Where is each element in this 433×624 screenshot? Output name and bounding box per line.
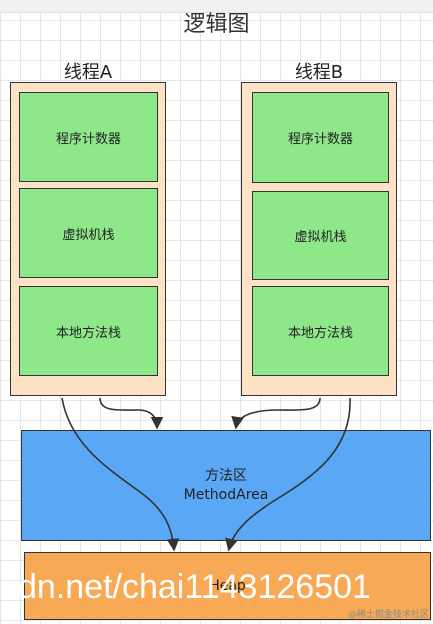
method-area: 方法区 MethodArea <box>21 430 431 541</box>
thread-a-vm-stack-label: 虚拟机栈 <box>62 227 115 243</box>
heap-label: Heap <box>209 578 246 594</box>
thread-a-program-counter-label: 程序计数器 <box>55 131 121 147</box>
thread-b-native-method-stack: 本地方法栈 <box>252 286 389 376</box>
method-area-label-cn: 方法区 <box>205 467 247 484</box>
thread-b-vm-stack-label: 虚拟机栈 <box>294 230 347 245</box>
thread-b-native-method-stack-label: 本地方法栈 <box>287 325 353 341</box>
method-area-label-en: MethodArea <box>183 486 269 503</box>
thread-a-native-method-stack-label: 本地方法栈 <box>55 325 121 341</box>
diagram-title: 逻辑图 <box>183 12 250 37</box>
thread-a-program-counter: 程序计数器 <box>19 92 158 182</box>
arrow-b-to-method-area <box>231 397 321 430</box>
thread-b-label: 线程B <box>294 62 344 83</box>
watermark-text: dn.net/chai1143126501 <box>18 568 371 606</box>
thread-a-vm-stack: 虚拟机栈 <box>19 188 158 278</box>
heap-box <box>24 552 431 620</box>
thread-a-native-method-stack: 本地方法栈 <box>19 286 158 376</box>
source-watermark: @稀土掘金技术社区 <box>347 610 429 620</box>
thread-b-vm-stack: 虚拟机栈 <box>252 191 389 280</box>
top-strip <box>0 0 433 13</box>
thread-b-program-counter-label: 程序计数器 <box>287 132 353 147</box>
thread-b-container: 程序计数器 虚拟机栈 本地方法栈 <box>241 82 397 396</box>
thread-a-label: 线程A <box>63 62 113 83</box>
thread-a-container: 程序计数器 虚拟机栈 本地方法栈 <box>10 82 166 396</box>
arrow-a-to-method-area <box>99 397 164 430</box>
thread-b-program-counter: 程序计数器 <box>252 92 389 183</box>
